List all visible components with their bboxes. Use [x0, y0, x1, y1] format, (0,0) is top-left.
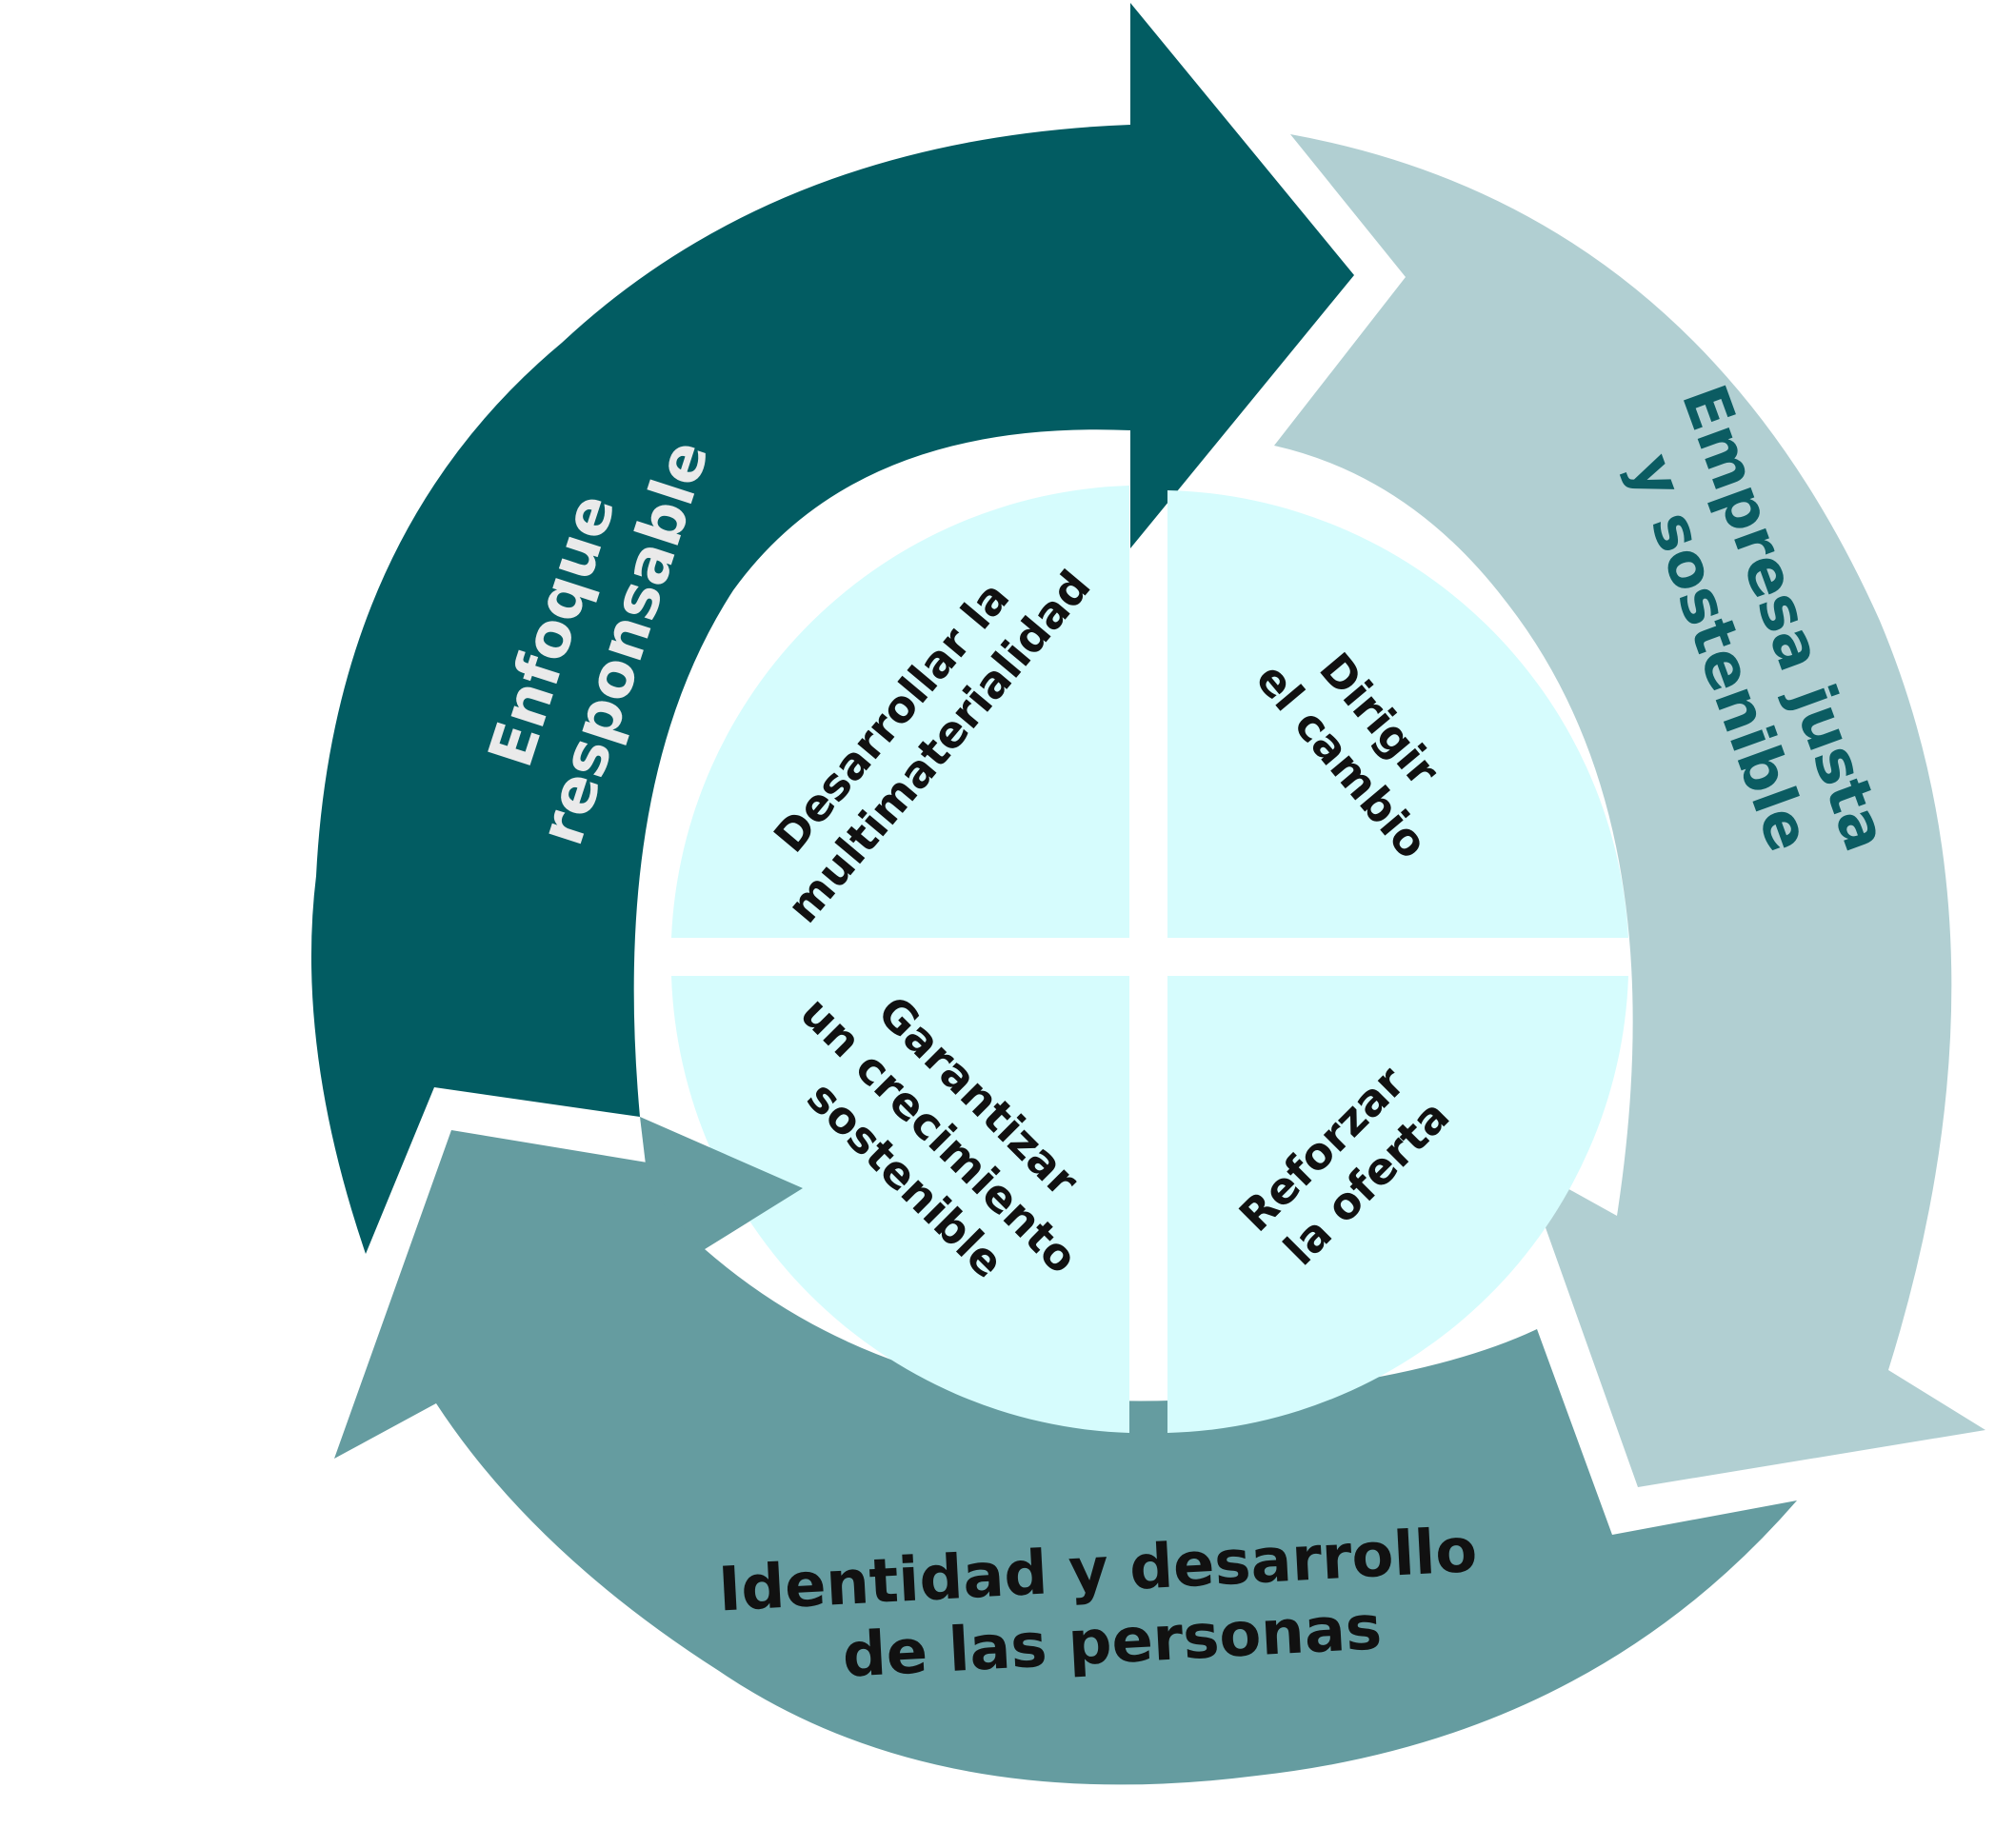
quadrant-top-left — [671, 486, 1129, 938]
arrow-identidad-tail-overlap — [640, 1117, 803, 1249]
quadrant-top-right — [1167, 490, 1628, 938]
quadrant-bottom-left — [671, 976, 1129, 1433]
arrow-empresa — [1274, 134, 1985, 1487]
arrow-enfoque — [310, 3, 1354, 1254]
quadrant-bottom-right — [1167, 976, 1628, 1433]
arrow-identidad — [334, 1130, 1797, 1785]
